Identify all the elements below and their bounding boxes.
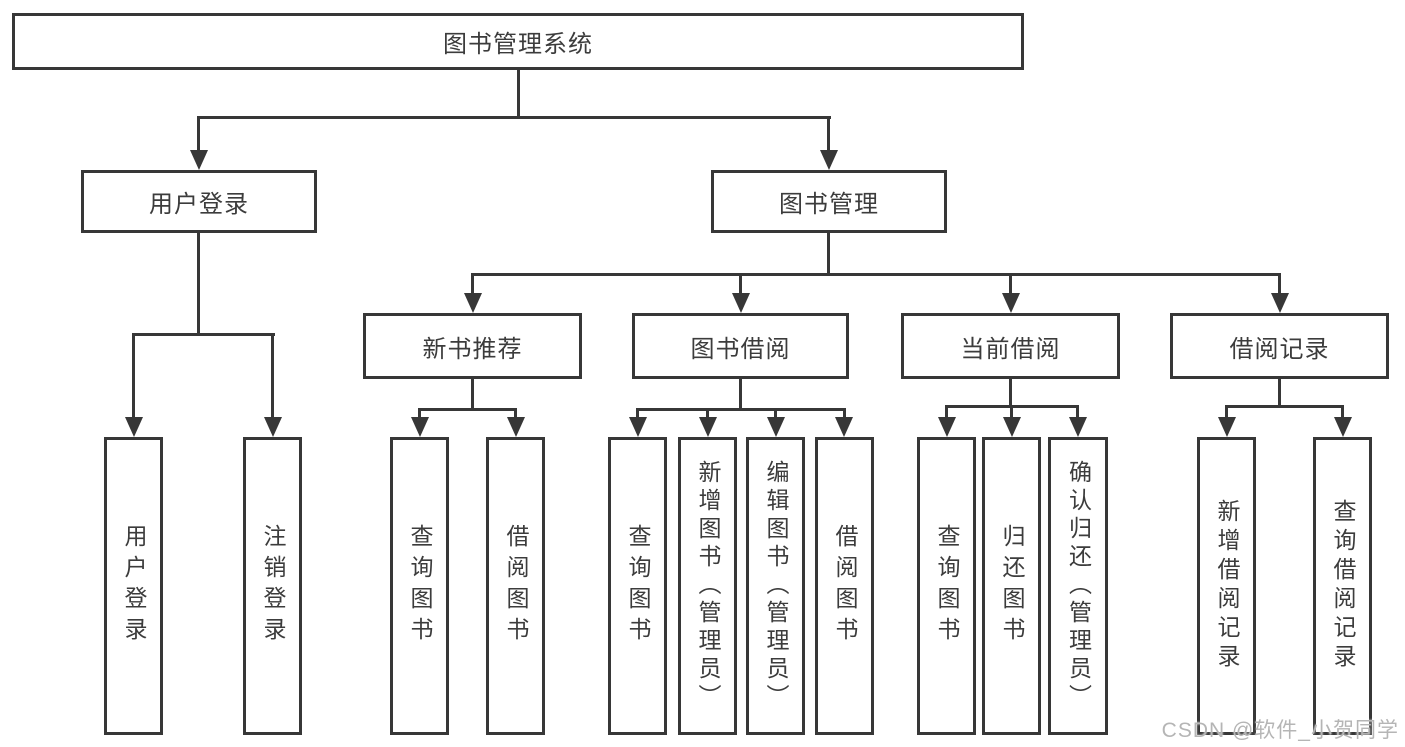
node-label: 查询图书 xyxy=(407,524,433,648)
arrowhead-icon xyxy=(1002,293,1020,313)
connector-line xyxy=(1076,405,1079,419)
node-label: 新增借阅记录 xyxy=(1214,499,1240,673)
node-label: 查询图书 xyxy=(625,524,651,648)
node-label: 查询图书 xyxy=(934,524,960,648)
connector-line xyxy=(517,70,520,119)
connector-line xyxy=(1278,379,1281,408)
connector-line xyxy=(1009,273,1012,295)
connector-line xyxy=(197,233,200,336)
leaf-logout: 注销登录 xyxy=(243,437,302,735)
arrowhead-icon xyxy=(835,417,853,437)
connector-line xyxy=(471,273,1281,276)
node-book-management: 图书管理 xyxy=(711,170,947,233)
arrowhead-icon xyxy=(190,150,208,170)
arrowhead-icon xyxy=(125,417,143,437)
connector-line xyxy=(271,333,274,417)
arrowhead-icon xyxy=(629,417,647,437)
node-label: 借阅记录 xyxy=(1229,335,1330,363)
leaf-borrow-books-recommend: 借阅图书 xyxy=(486,437,545,735)
arrowhead-icon xyxy=(1218,417,1236,437)
leaf-query-books-recommend: 查询图书 xyxy=(390,437,449,735)
leaf-add-borrow-record: 新增借阅记录 xyxy=(1197,437,1256,735)
leaf-query-books-current: 查询图书 xyxy=(917,437,976,735)
connector-line xyxy=(418,408,421,419)
node-label: 确认归还（管理员） xyxy=(1065,460,1092,712)
connector-line xyxy=(197,116,200,152)
node-label: 归还图书 xyxy=(999,524,1025,648)
arrowhead-icon xyxy=(938,417,956,437)
arrowhead-icon xyxy=(264,417,282,437)
node-label: 图书管理 xyxy=(779,191,879,218)
node-label: 图书借阅 xyxy=(690,335,791,363)
node-label: 注销登录 xyxy=(260,524,286,648)
connector-line xyxy=(418,408,517,411)
arrowhead-icon xyxy=(1003,417,1021,437)
leaf-edit-books-admin: 编辑图书（管理员） xyxy=(746,437,805,735)
connector-line xyxy=(471,379,474,411)
node-label: 新增图书（管理员） xyxy=(695,460,721,712)
leaf-add-books-admin: 新增图书（管理员） xyxy=(678,437,737,735)
node-label: 用户登录 xyxy=(149,191,249,218)
arrowhead-icon xyxy=(767,417,785,437)
node-borrow-records: 借阅记录 xyxy=(1170,313,1389,379)
connector-line xyxy=(197,116,831,119)
arrowhead-icon xyxy=(1334,417,1352,437)
connector-line xyxy=(843,408,846,419)
connector-line xyxy=(827,233,830,276)
connector-line xyxy=(471,273,474,295)
arrowhead-icon xyxy=(732,293,750,313)
node-book-borrowing: 图书借阅 xyxy=(632,313,849,379)
csdn-watermark: CSDN @软件_小贺同学 xyxy=(1161,719,1399,742)
leaf-return-books: 归还图书 xyxy=(982,437,1041,735)
arrowhead-icon xyxy=(464,293,482,313)
connector-line xyxy=(945,405,948,419)
leaf-confirm-return-admin: 确认归还（管理员） xyxy=(1048,437,1108,735)
node-label: 当前借阅 xyxy=(960,335,1061,363)
arrowhead-icon xyxy=(820,150,838,170)
node-label: 新书推荐 xyxy=(422,335,523,363)
node-label: 查询借阅记录 xyxy=(1330,499,1356,673)
connector-line xyxy=(636,408,639,419)
connector-line xyxy=(132,333,135,417)
leaf-query-books-borrowing: 查询图书 xyxy=(608,437,667,735)
node-label: 图书管理系统 xyxy=(443,31,593,58)
connector-line xyxy=(827,116,830,152)
node-user-login: 用户登录 xyxy=(81,170,317,233)
connector-line xyxy=(1010,405,1013,419)
leaf-user-login: 用户登录 xyxy=(104,437,163,735)
connector-line xyxy=(774,408,777,419)
connector-line xyxy=(739,379,742,411)
arrowhead-icon xyxy=(1069,417,1087,437)
node-current-borrowing: 当前借阅 xyxy=(901,313,1120,379)
connector-line xyxy=(514,408,517,419)
arrowhead-icon xyxy=(411,417,429,437)
node-new-book-recommend: 新书推荐 xyxy=(363,313,582,379)
connector-line xyxy=(1009,379,1012,408)
node-label: 借阅图书 xyxy=(503,524,529,648)
connector-line xyxy=(132,333,275,336)
connector-line xyxy=(1225,405,1228,419)
connector-line xyxy=(1225,405,1344,408)
connector-line xyxy=(739,273,742,295)
connector-line xyxy=(1278,273,1281,295)
connector-line xyxy=(636,408,846,411)
connector-line xyxy=(1341,405,1344,419)
node-label: 用户登录 xyxy=(121,524,147,648)
connector-line xyxy=(706,408,709,419)
node-label: 编辑图书（管理员） xyxy=(763,460,789,712)
leaf-query-borrow-record: 查询借阅记录 xyxy=(1313,437,1372,735)
node-label: 借阅图书 xyxy=(832,524,858,648)
leaf-borrow-books: 借阅图书 xyxy=(815,437,874,735)
node-root-system: 图书管理系统 xyxy=(12,13,1024,70)
arrowhead-icon xyxy=(1271,293,1289,313)
arrowhead-icon xyxy=(507,417,525,437)
arrowhead-icon xyxy=(699,417,717,437)
